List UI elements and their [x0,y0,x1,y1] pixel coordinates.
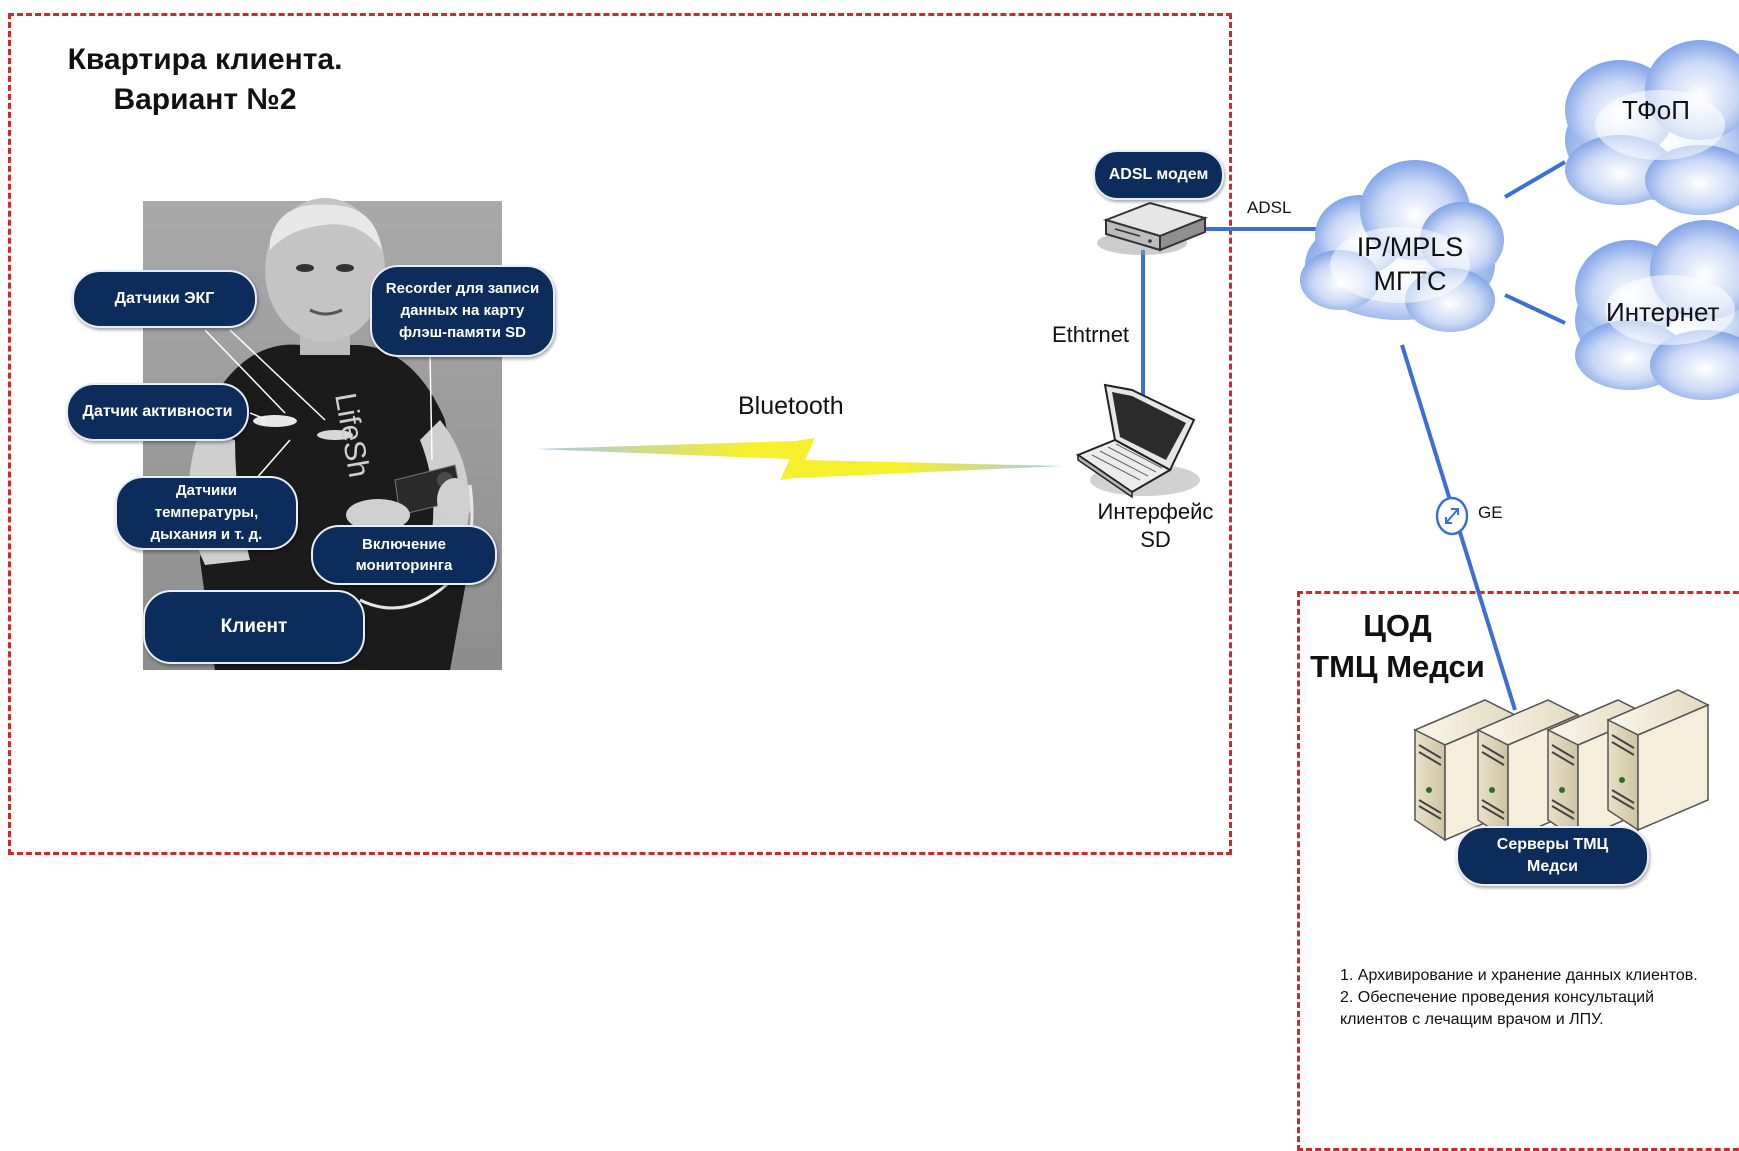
datacenter-notes: 1. Архивирование и хранение данных клиен… [1340,965,1720,1031]
datacenter-title-line2: ТМЦ Медси [1310,649,1485,684]
callout-recorder: Recorder для записи данных на карту флэш… [370,265,555,357]
internet-cloud [1575,220,1739,400]
apartment-title: Квартира клиента. Вариант №2 [40,40,370,120]
bluetooth-link [535,438,1062,480]
datacenter-title: ЦОД ТМЦ Медси [1300,605,1495,687]
ipmpls-label-line1: IP/MPLS [1356,232,1464,262]
ipmpls-cloud-label: IP/MPLS МГТС [1335,230,1485,298]
cloud-link-pstn [1503,160,1567,199]
bluetooth-label: Bluetooth [738,392,844,420]
adsl-label: ADSL [1247,198,1292,217]
note-1: 1. Архивирование и хранение данных клиен… [1340,967,1698,984]
ipmpls-label-line2: МГТС [1373,266,1447,296]
adsl-modem-label: ADSL модем [1093,150,1224,200]
callout-client: Клиент [143,590,365,664]
servers-icon [1413,689,1710,842]
laptop-icon [1075,383,1200,499]
servers-label: Серверы ТМЦ Медси [1456,826,1649,886]
callout-temperature-sensors: Датчики температуры, дыхания и т. д. [115,476,298,550]
laptop-label: Интерфейс SD [1083,498,1228,554]
pstn-cloud-label: ТФоП [1622,95,1690,125]
note-2: 2. Обеспечение проведения консультаций к… [1340,989,1655,1028]
callout-monitoring-switch: Включение мониторинга [311,525,497,585]
cloud-link-internet [1504,293,1566,325]
laptop-label-line1: Интерфейс [1097,499,1214,524]
ethernet-label: Ethtrnet [1052,322,1130,347]
apartment-title-line2: Вариант №2 [113,83,297,116]
apartment-boundary [8,13,1232,855]
laptop-label-line2: SD [1140,527,1171,552]
ipmpls-cloud [1300,160,1504,332]
datacenter-title-line1: ЦОД [1363,608,1432,643]
adsl-modem-icon [1097,201,1209,255]
network-diagram: LifeSh [143,40,1739,842]
apartment-title-line1: Квартира клиента. [67,43,343,76]
pstn-cloud [1565,40,1739,215]
callout-activity-sensor: Датчик активности [66,383,249,441]
ge-switch-icon [1435,496,1469,536]
ge-label: GE [1478,503,1503,522]
internet-cloud-label: Интернет [1606,297,1720,327]
callout-ecg-sensors: Датчики ЭКГ [72,270,257,328]
